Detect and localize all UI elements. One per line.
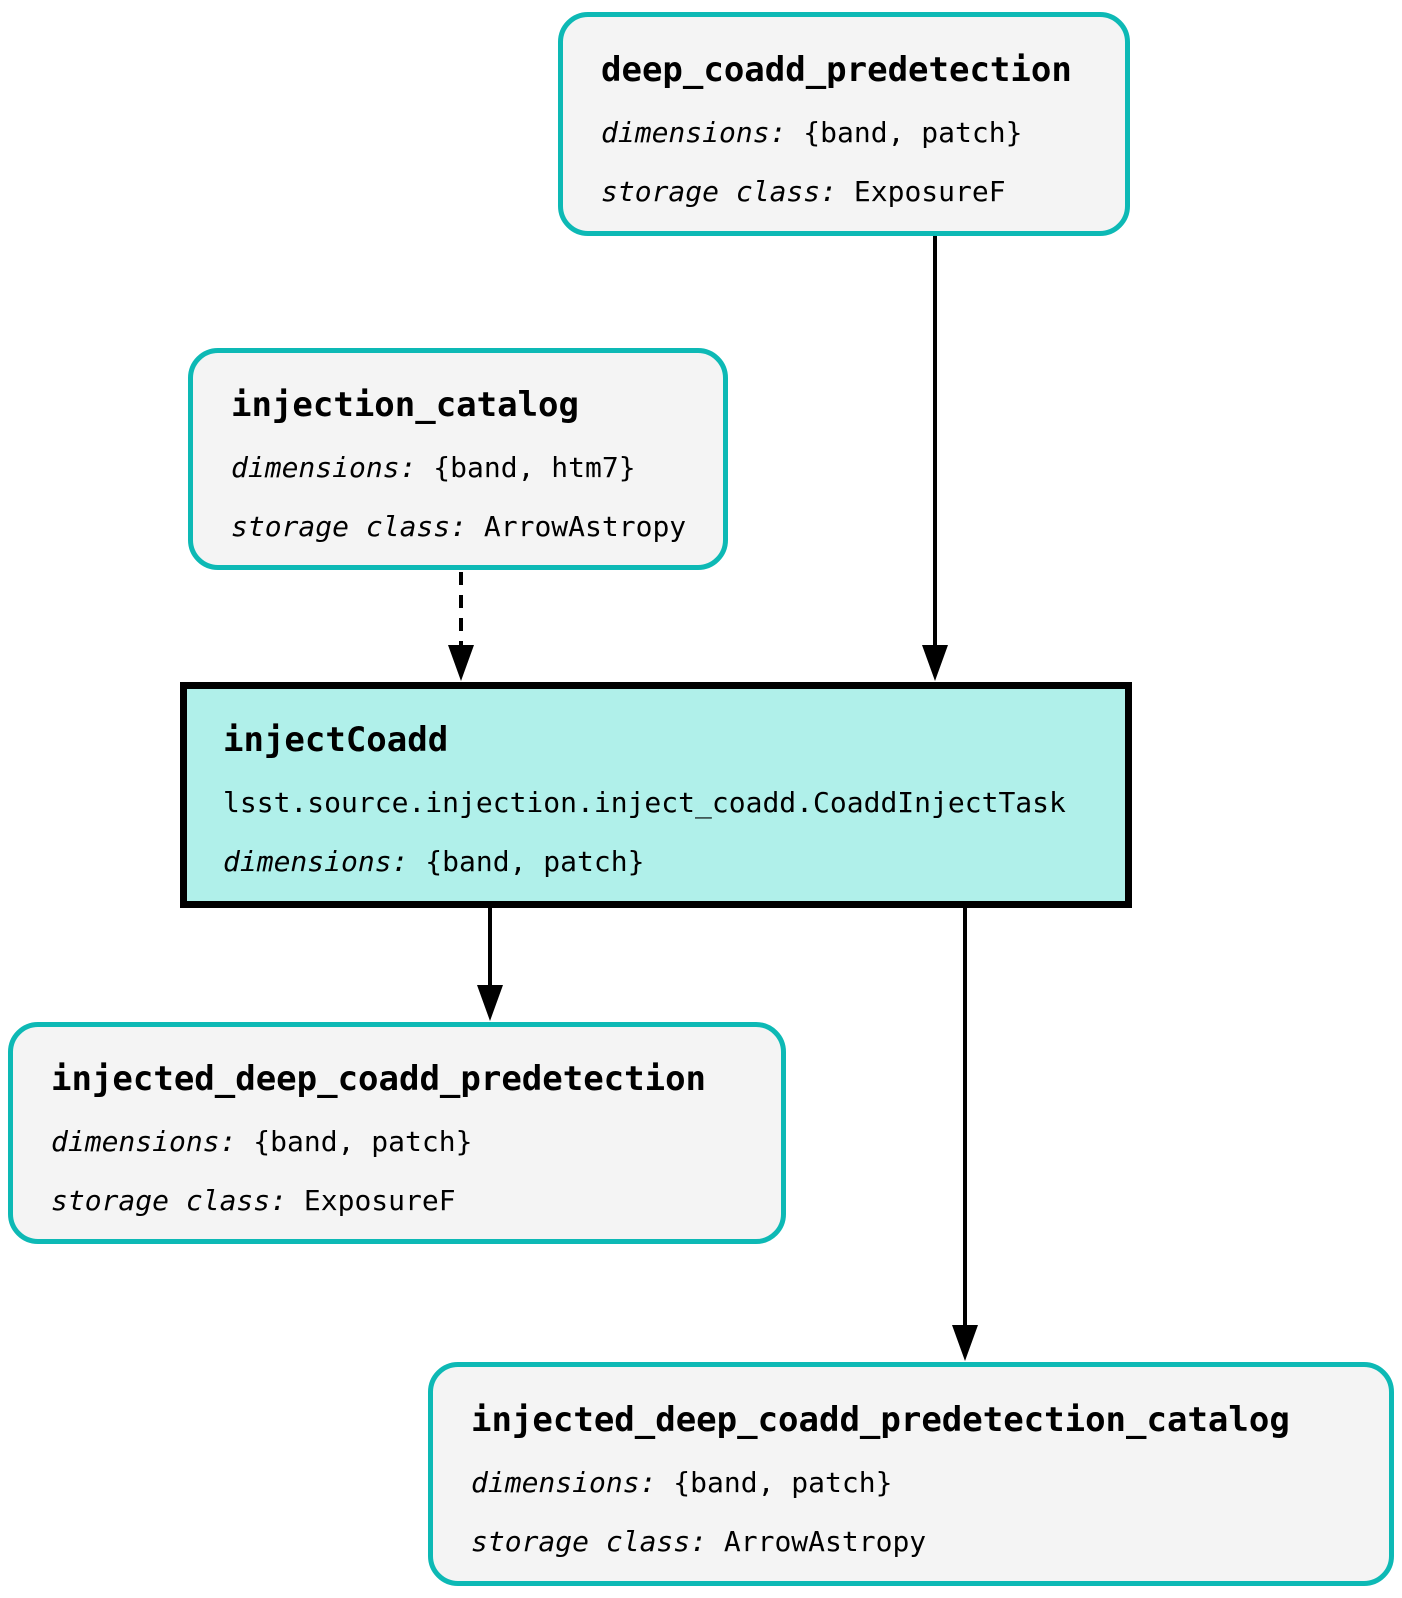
dimensions-line: dimensions: {band, patch} bbox=[223, 845, 1089, 878]
dimensions-value: {band, patch} bbox=[673, 1466, 893, 1500]
dimensions-label: dimensions: bbox=[51, 1125, 237, 1159]
node-title: injected_deep_coadd_predetection bbox=[51, 1058, 707, 1099]
edge-injectCoadd-to-injected-deep-coadd bbox=[477, 908, 503, 1021]
storage-class-line: storage class: ArrowAstropy bbox=[231, 510, 687, 544]
node-injected-deep-coadd-predetection-catalog: injected_deep_coadd_predetection_catalog… bbox=[428, 1362, 1394, 1586]
node-injected-deep-coadd-predetection: injected_deep_coadd_predetection dimensi… bbox=[8, 1022, 786, 1244]
dimensions-line: dimensions: {band, patch} bbox=[601, 116, 1087, 149]
dimensions-label: dimensions: bbox=[223, 845, 409, 879]
dimensions-label: dimensions: bbox=[231, 451, 417, 485]
storage-class-value: ArrowAstropy bbox=[723, 1525, 927, 1559]
edge-injection-catalog-to-injectCoadd bbox=[448, 572, 474, 681]
dimensions-value: {band, htm7} bbox=[433, 451, 636, 485]
dimensions-value: {band, patch} bbox=[253, 1125, 473, 1159]
storage-class-line: storage class: ArrowAstropy bbox=[471, 1525, 1351, 1558]
dimensions-line: dimensions: {band, htm7} bbox=[231, 451, 685, 484]
node-title: deep_coadd_predetection bbox=[601, 49, 1072, 90]
storage-class-label: storage class: bbox=[471, 1525, 708, 1559]
node-title: injection_catalog bbox=[231, 384, 579, 425]
dimensions-label: dimensions: bbox=[601, 116, 787, 150]
node-injection-catalog: injection_catalog dimensions: {band, htm7… bbox=[188, 348, 728, 570]
storage-class-line: storage class: ExposureF bbox=[51, 1184, 743, 1217]
task-class-value: lsst.source.injection.inject_coadd.Coadd… bbox=[223, 786, 1066, 820]
arrowhead-icon bbox=[922, 645, 948, 681]
dimensions-value: {band, patch} bbox=[803, 116, 1023, 150]
task-class-line: lsst.source.injection.inject_coadd.Coadd… bbox=[223, 786, 1089, 819]
node-deep-coadd-predetection: deep_coadd_predetection dimensions: {band… bbox=[558, 12, 1130, 236]
arrowhead-icon bbox=[952, 1325, 978, 1361]
arrowhead-icon bbox=[477, 985, 503, 1021]
storage-class-line: storage class: ExposureF bbox=[601, 175, 1087, 208]
node-title: injectCoadd bbox=[223, 719, 449, 760]
dimensions-value: {band, patch} bbox=[425, 845, 645, 879]
arrowhead-icon bbox=[448, 645, 474, 681]
storage-class-label: storage class: bbox=[231, 510, 468, 544]
dimensions-line: dimensions: {band, patch} bbox=[51, 1125, 743, 1158]
storage-class-value: ArrowAstropy bbox=[483, 510, 687, 544]
node-title: injected_deep_coadd_predetection_catalog bbox=[471, 1399, 1290, 1440]
dimensions-line: dimensions: {band, patch} bbox=[471, 1466, 1351, 1499]
dimensions-label: dimensions: bbox=[471, 1466, 657, 1500]
edge-deep-coadd-to-injectCoadd bbox=[922, 236, 948, 681]
storage-class-value: ExposureF bbox=[303, 1184, 456, 1218]
node-injectCoadd-task: injectCoadd lsst.source.injection.inject… bbox=[180, 682, 1132, 908]
storage-class-label: storage class: bbox=[601, 175, 838, 209]
edge-injectCoadd-to-injected-catalog bbox=[952, 908, 978, 1361]
storage-class-label: storage class: bbox=[51, 1184, 288, 1218]
storage-class-value: ExposureF bbox=[853, 175, 1006, 209]
